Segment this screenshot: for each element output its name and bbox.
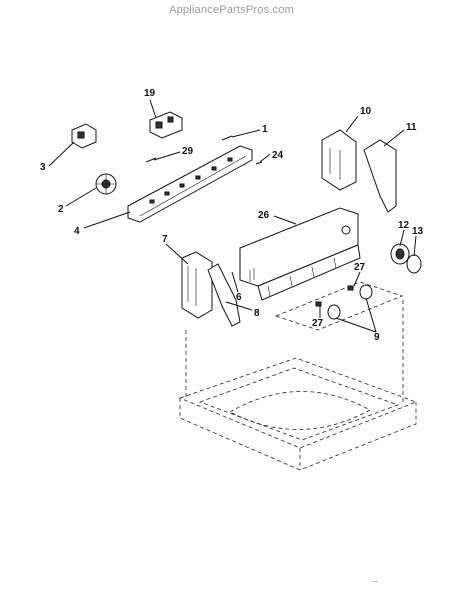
callout-9: 9 bbox=[374, 332, 380, 343]
callout-27-upper: 27 bbox=[354, 262, 366, 273]
leader-lines bbox=[48, 99, 417, 333]
callout-2: 2 bbox=[58, 204, 64, 215]
knobs-9 bbox=[274, 281, 404, 331]
knob-13 bbox=[406, 254, 422, 274]
callout-3: 3 bbox=[40, 162, 46, 173]
callout-8: 8 bbox=[254, 308, 260, 319]
callout-labels: 1 2 3 4 6 7 8 9 10 11 12 13 19 24 26 27 … bbox=[40, 88, 424, 343]
trim-8 bbox=[207, 263, 241, 327]
screws bbox=[145, 135, 263, 165]
callout-11: 11 bbox=[406, 122, 417, 133]
callout-4: 4 bbox=[74, 226, 80, 237]
callout-26: 26 bbox=[258, 210, 270, 221]
cabinet-top bbox=[178, 300, 418, 471]
callout-24: 24 bbox=[272, 150, 284, 161]
switch-19 bbox=[149, 111, 183, 139]
callout-6: 6 bbox=[236, 292, 242, 303]
callout-12: 12 bbox=[398, 220, 410, 231]
switch-3 bbox=[71, 123, 97, 149]
trim-11 bbox=[363, 139, 397, 213]
callout-27-lower: 27 bbox=[312, 318, 324, 329]
callout-13: 13 bbox=[412, 226, 424, 237]
control-bracket-4 bbox=[127, 145, 253, 223]
knob-12 bbox=[390, 243, 410, 265]
callout-1: 1 bbox=[262, 124, 268, 135]
callout-7: 7 bbox=[162, 234, 168, 245]
watermark: AppliancePartsPros.com bbox=[169, 4, 294, 16]
console-panel-26 bbox=[239, 207, 361, 301]
callout-29: 29 bbox=[182, 146, 194, 157]
diagram-code: ... bbox=[372, 577, 378, 584]
end-cap-10 bbox=[321, 129, 357, 191]
callout-10: 10 bbox=[360, 106, 372, 117]
end-cap-7 bbox=[181, 251, 213, 319]
timer-2 bbox=[95, 173, 117, 195]
callout-19: 19 bbox=[144, 88, 156, 99]
